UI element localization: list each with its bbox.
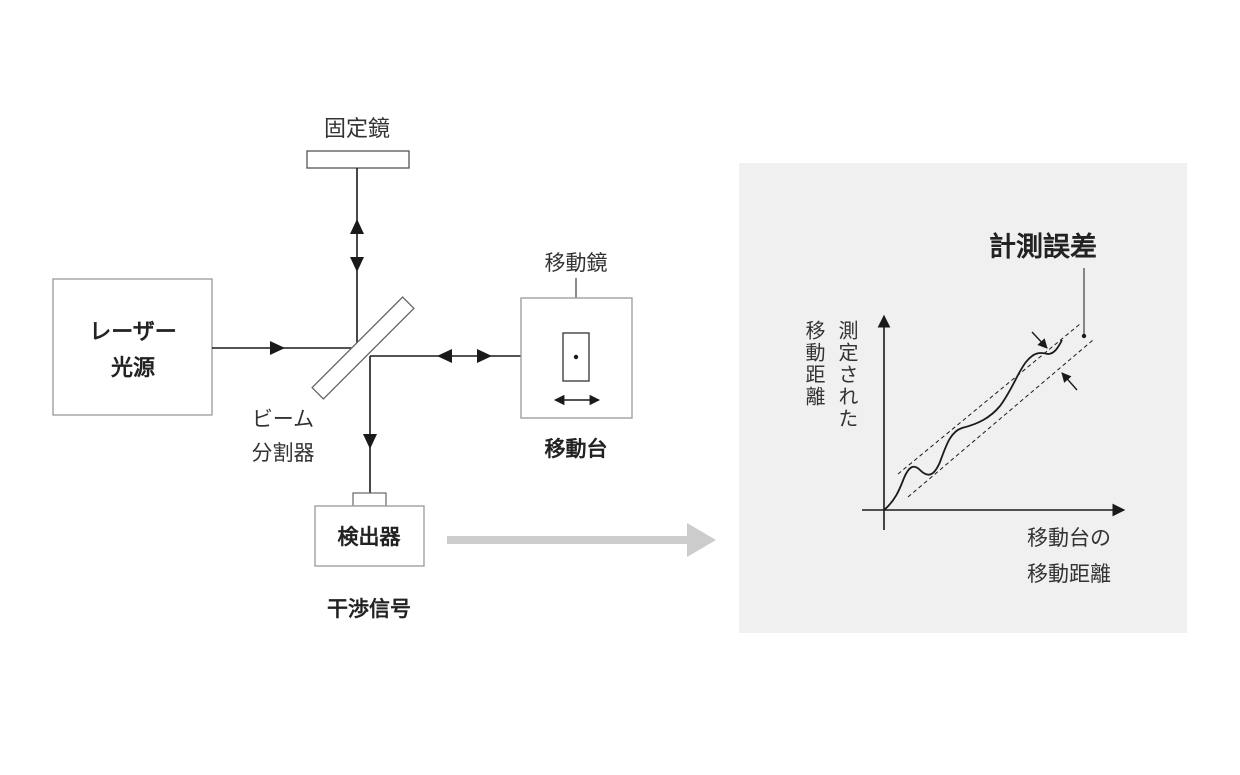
fixed-mirror	[306, 150, 410, 169]
flow-arrow-shaft	[447, 536, 689, 544]
error-arrow-upper	[1031, 331, 1048, 349]
y-axis-label-col1: 測定された	[835, 320, 859, 430]
laser-source-box	[52, 278, 213, 416]
beam-arrow-down	[350, 257, 364, 272]
error-band-lower	[907, 339, 1094, 498]
flow-arrow-head	[687, 523, 716, 557]
detector-beam-arrow	[363, 434, 377, 449]
x-axis-label-line1: 移動台の	[1027, 526, 1111, 550]
error-graph-panel	[739, 163, 1187, 633]
title-leader-dot	[1081, 333, 1087, 339]
laser-label-line2: 光源	[110, 356, 155, 381]
fixed-mirror-label: 固定鏡	[324, 117, 390, 142]
beam-splitter-label-line2: 分割器	[252, 441, 315, 465]
measured-curve	[883, 339, 1063, 511]
error-band-upper	[897, 323, 1081, 475]
beam-arrow-right	[477, 349, 492, 363]
laser-beam-arrow	[270, 341, 285, 355]
beam-arrow-left	[437, 349, 452, 363]
error-arrow-lower	[1061, 372, 1078, 391]
moving-stage-label: 移動台	[545, 437, 608, 461]
beam-splitter	[311, 296, 415, 400]
moving-mirror-label: 移動鏡	[545, 251, 608, 275]
detector-sensor	[352, 492, 387, 507]
laser-label-line1: レーザー	[89, 320, 177, 345]
detector-label: 検出器	[338, 525, 402, 549]
beam-splitter-label-line1: ビーム	[252, 407, 314, 431]
detector-box	[314, 505, 425, 567]
graph-title: 計測誤差	[989, 231, 1097, 263]
beam-arrow-up	[350, 219, 364, 234]
moving-mirror-dot	[573, 354, 579, 360]
interference-signal-label: 干渉信号	[327, 597, 411, 621]
y-axis-label-col2: 移動距離	[802, 320, 826, 408]
x-axis-label-line2: 移動距離	[1027, 562, 1111, 586]
